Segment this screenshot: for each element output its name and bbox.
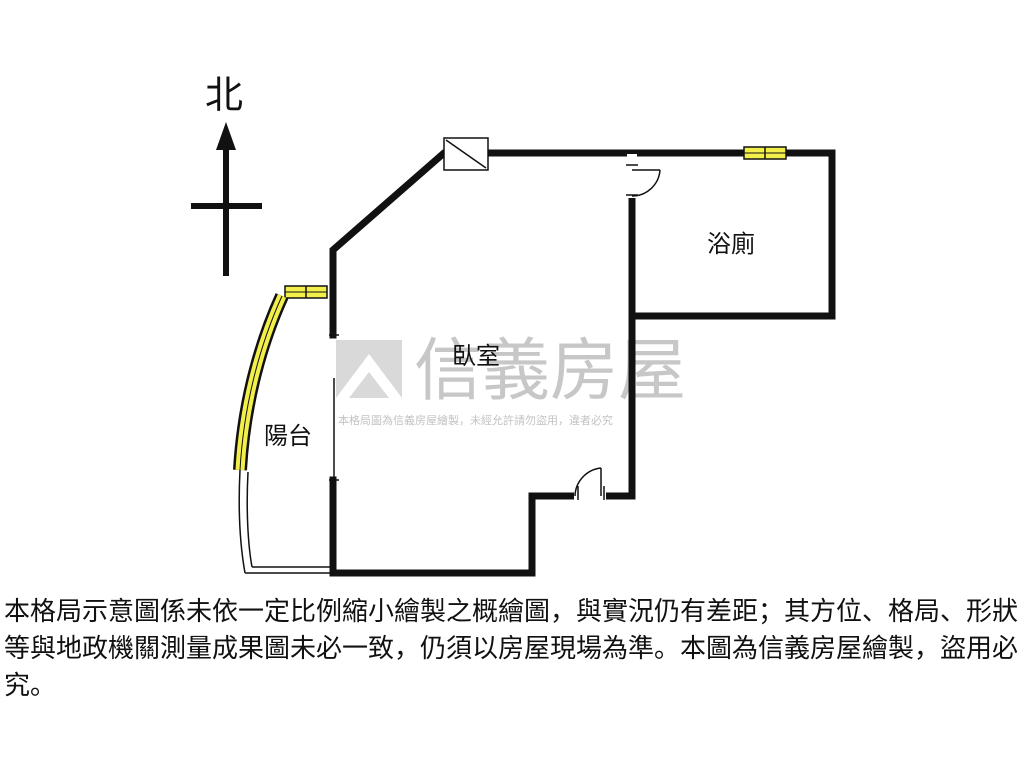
walls: [329, 149, 836, 577]
openings: [329, 137, 489, 481]
compass: 北: [191, 73, 262, 276]
watermark-brand: 信義房屋: [414, 332, 686, 411]
window-north: [743, 146, 787, 160]
watermark-notice: 本格局圖為信義房屋繪製，未經允許請勿盜用，違者必究: [338, 413, 613, 427]
disclaimer-text: 本格局示意圖係未依一定比例縮小繪製之概繪圖，與實況仍有差距；其方位、格局、形狀等…: [4, 597, 1019, 701]
window-balcony-top: [284, 285, 328, 299]
room-label-bathroom: 浴廁: [707, 230, 755, 258]
balcony-railing: [233, 293, 333, 574]
watermark-logo: [336, 340, 402, 398]
compass-north-label: 北: [205, 73, 243, 117]
bathroom-door-icon: [626, 154, 661, 198]
room-label-bedroom: 臥室: [452, 342, 500, 370]
entry-door-icon: [574, 467, 606, 501]
room-label-balcony: 陽台: [264, 422, 312, 450]
compass-arrow-icon: [216, 122, 236, 150]
floor-plan: 北 信義房屋 本格局圖為信義房屋繪製，未經允許請勿盜用，違者必究: [191, 73, 836, 577]
